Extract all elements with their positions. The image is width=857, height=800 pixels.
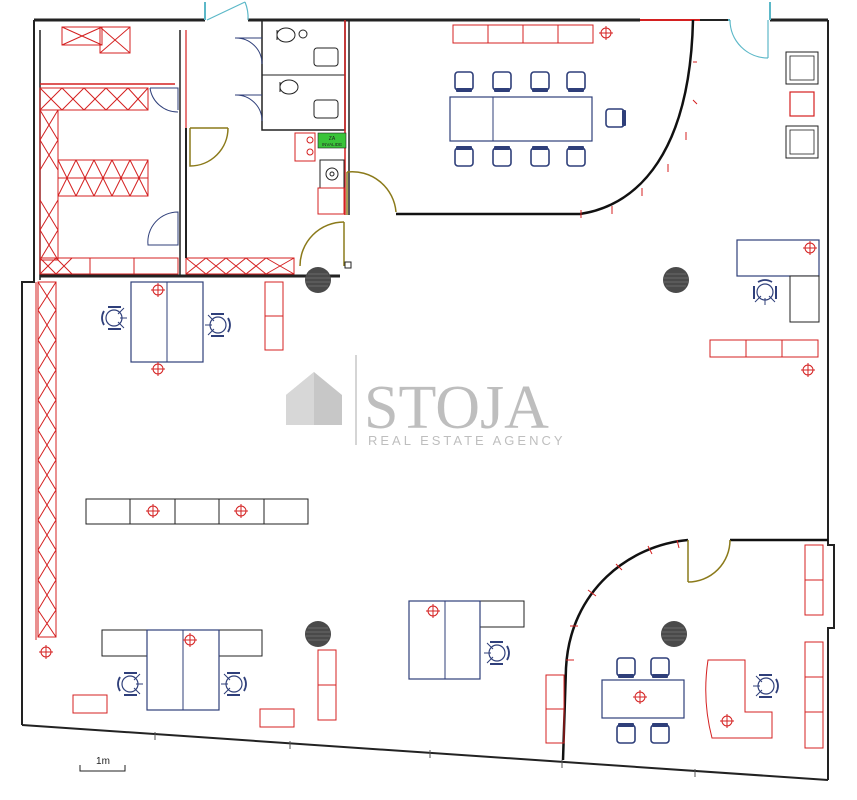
watermark-tagline: REAL ESTATE AGENCY	[368, 433, 566, 448]
column-4	[660, 620, 688, 648]
column-3	[304, 620, 332, 648]
wc-sign: ZA INVALIDE	[317, 132, 347, 149]
lower-office-wall	[561, 538, 828, 761]
glass-panels	[204, 2, 771, 21]
house-logo-icon	[286, 372, 342, 425]
lower-office-door	[687, 539, 731, 583]
workstation-left-lower	[38, 629, 337, 728]
conference-wall-ticks	[580, 61, 698, 218]
column-2	[662, 266, 690, 294]
entrance-doors	[206, 1, 769, 59]
workstation-middle	[408, 600, 525, 680]
scale-bar: 1m	[79, 756, 126, 772]
scale-label: 1m	[96, 756, 110, 767]
lower-right-office	[545, 544, 824, 749]
outer-walls	[21, 18, 835, 781]
desk-right-upper	[709, 239, 820, 378]
left-shelving	[37, 26, 295, 638]
conference-room-wall	[396, 19, 695, 216]
center-cabinets	[85, 498, 309, 525]
toilet-block	[234, 20, 350, 215]
lower-wall-ticks	[566, 539, 680, 661]
workstation-left-upper	[101, 281, 284, 377]
lounge-area	[785, 51, 819, 159]
watermark-brand: STOJA	[364, 374, 549, 442]
interior-walls-left	[40, 83, 340, 278]
watermark: STOJA REAL ESTATE AGENCY	[286, 355, 566, 448]
window-mullions	[154, 732, 696, 777]
olive-doors	[189, 127, 397, 269]
wc-sign-line1: ZA	[329, 136, 336, 142]
storage-doors	[147, 87, 179, 246]
conference-furniture	[449, 24, 627, 167]
wc-sign-line2: INVALIDE	[322, 142, 342, 147]
column-1	[304, 266, 332, 294]
